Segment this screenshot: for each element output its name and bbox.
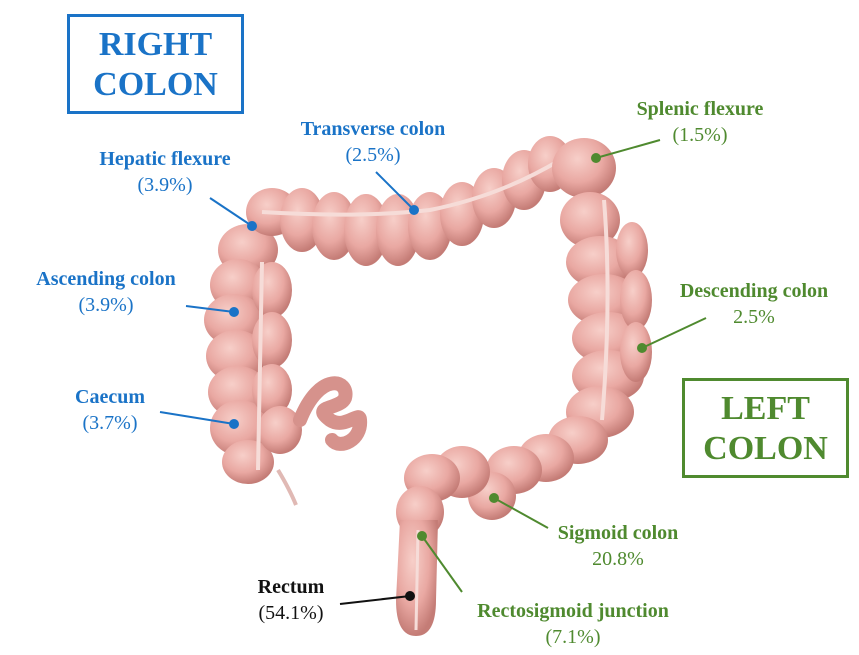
label-value: 20.8%	[530, 546, 706, 572]
label-descending-colon: Descending colon 2.5%	[656, 278, 852, 330]
label-rectum: Rectum (54.1%)	[236, 574, 346, 626]
left-colon-line2: COLON	[685, 429, 846, 469]
label-name: Rectum	[236, 574, 346, 600]
label-name: Transverse colon	[268, 116, 478, 142]
label-transverse-colon: Transverse colon (2.5%)	[268, 116, 478, 168]
label-value: (3.7%)	[60, 410, 160, 436]
descending-colon-shape	[560, 192, 652, 438]
label-name: Ascending colon	[6, 266, 206, 292]
label-value: (54.1%)	[236, 600, 346, 626]
appendix-shape	[300, 383, 360, 444]
label-sigmoid-colon: Sigmoid colon 20.8%	[530, 520, 706, 572]
leader-hepatic	[210, 198, 252, 226]
right-colon-line1: RIGHT	[70, 25, 241, 65]
label-ascending-colon: Ascending colon (3.9%)	[6, 266, 206, 318]
label-value: (1.5%)	[610, 122, 790, 148]
label-name: Caecum	[60, 384, 160, 410]
ascending-colon-shape	[204, 224, 302, 484]
rectum-shape	[396, 486, 444, 636]
label-rectosigmoid-junction: Rectosigmoid junction (7.1%)	[438, 598, 708, 650]
right-colon-line2: COLON	[70, 65, 241, 105]
splenic-flexure-shape	[552, 138, 616, 198]
label-value: (3.9%)	[6, 292, 206, 318]
label-caecum: Caecum (3.7%)	[60, 384, 160, 436]
label-splenic-flexure: Splenic flexure (1.5%)	[610, 96, 790, 148]
label-value: (3.9%)	[70, 172, 260, 198]
label-value: 2.5%	[656, 304, 852, 330]
label-name: Hepatic flexure	[70, 146, 260, 172]
left-colon-box: LEFT COLON	[682, 378, 849, 478]
label-name: Sigmoid colon	[530, 520, 706, 546]
left-colon-line1: LEFT	[685, 389, 846, 429]
label-hepatic-flexure: Hepatic flexure (3.9%)	[70, 146, 260, 198]
label-value: (7.1%)	[438, 624, 708, 650]
label-name: Splenic flexure	[610, 96, 790, 122]
label-name: Rectosigmoid junction	[438, 598, 708, 624]
label-value: (2.5%)	[268, 142, 478, 168]
label-name: Descending colon	[656, 278, 852, 304]
right-colon-box: RIGHT COLON	[67, 14, 244, 114]
